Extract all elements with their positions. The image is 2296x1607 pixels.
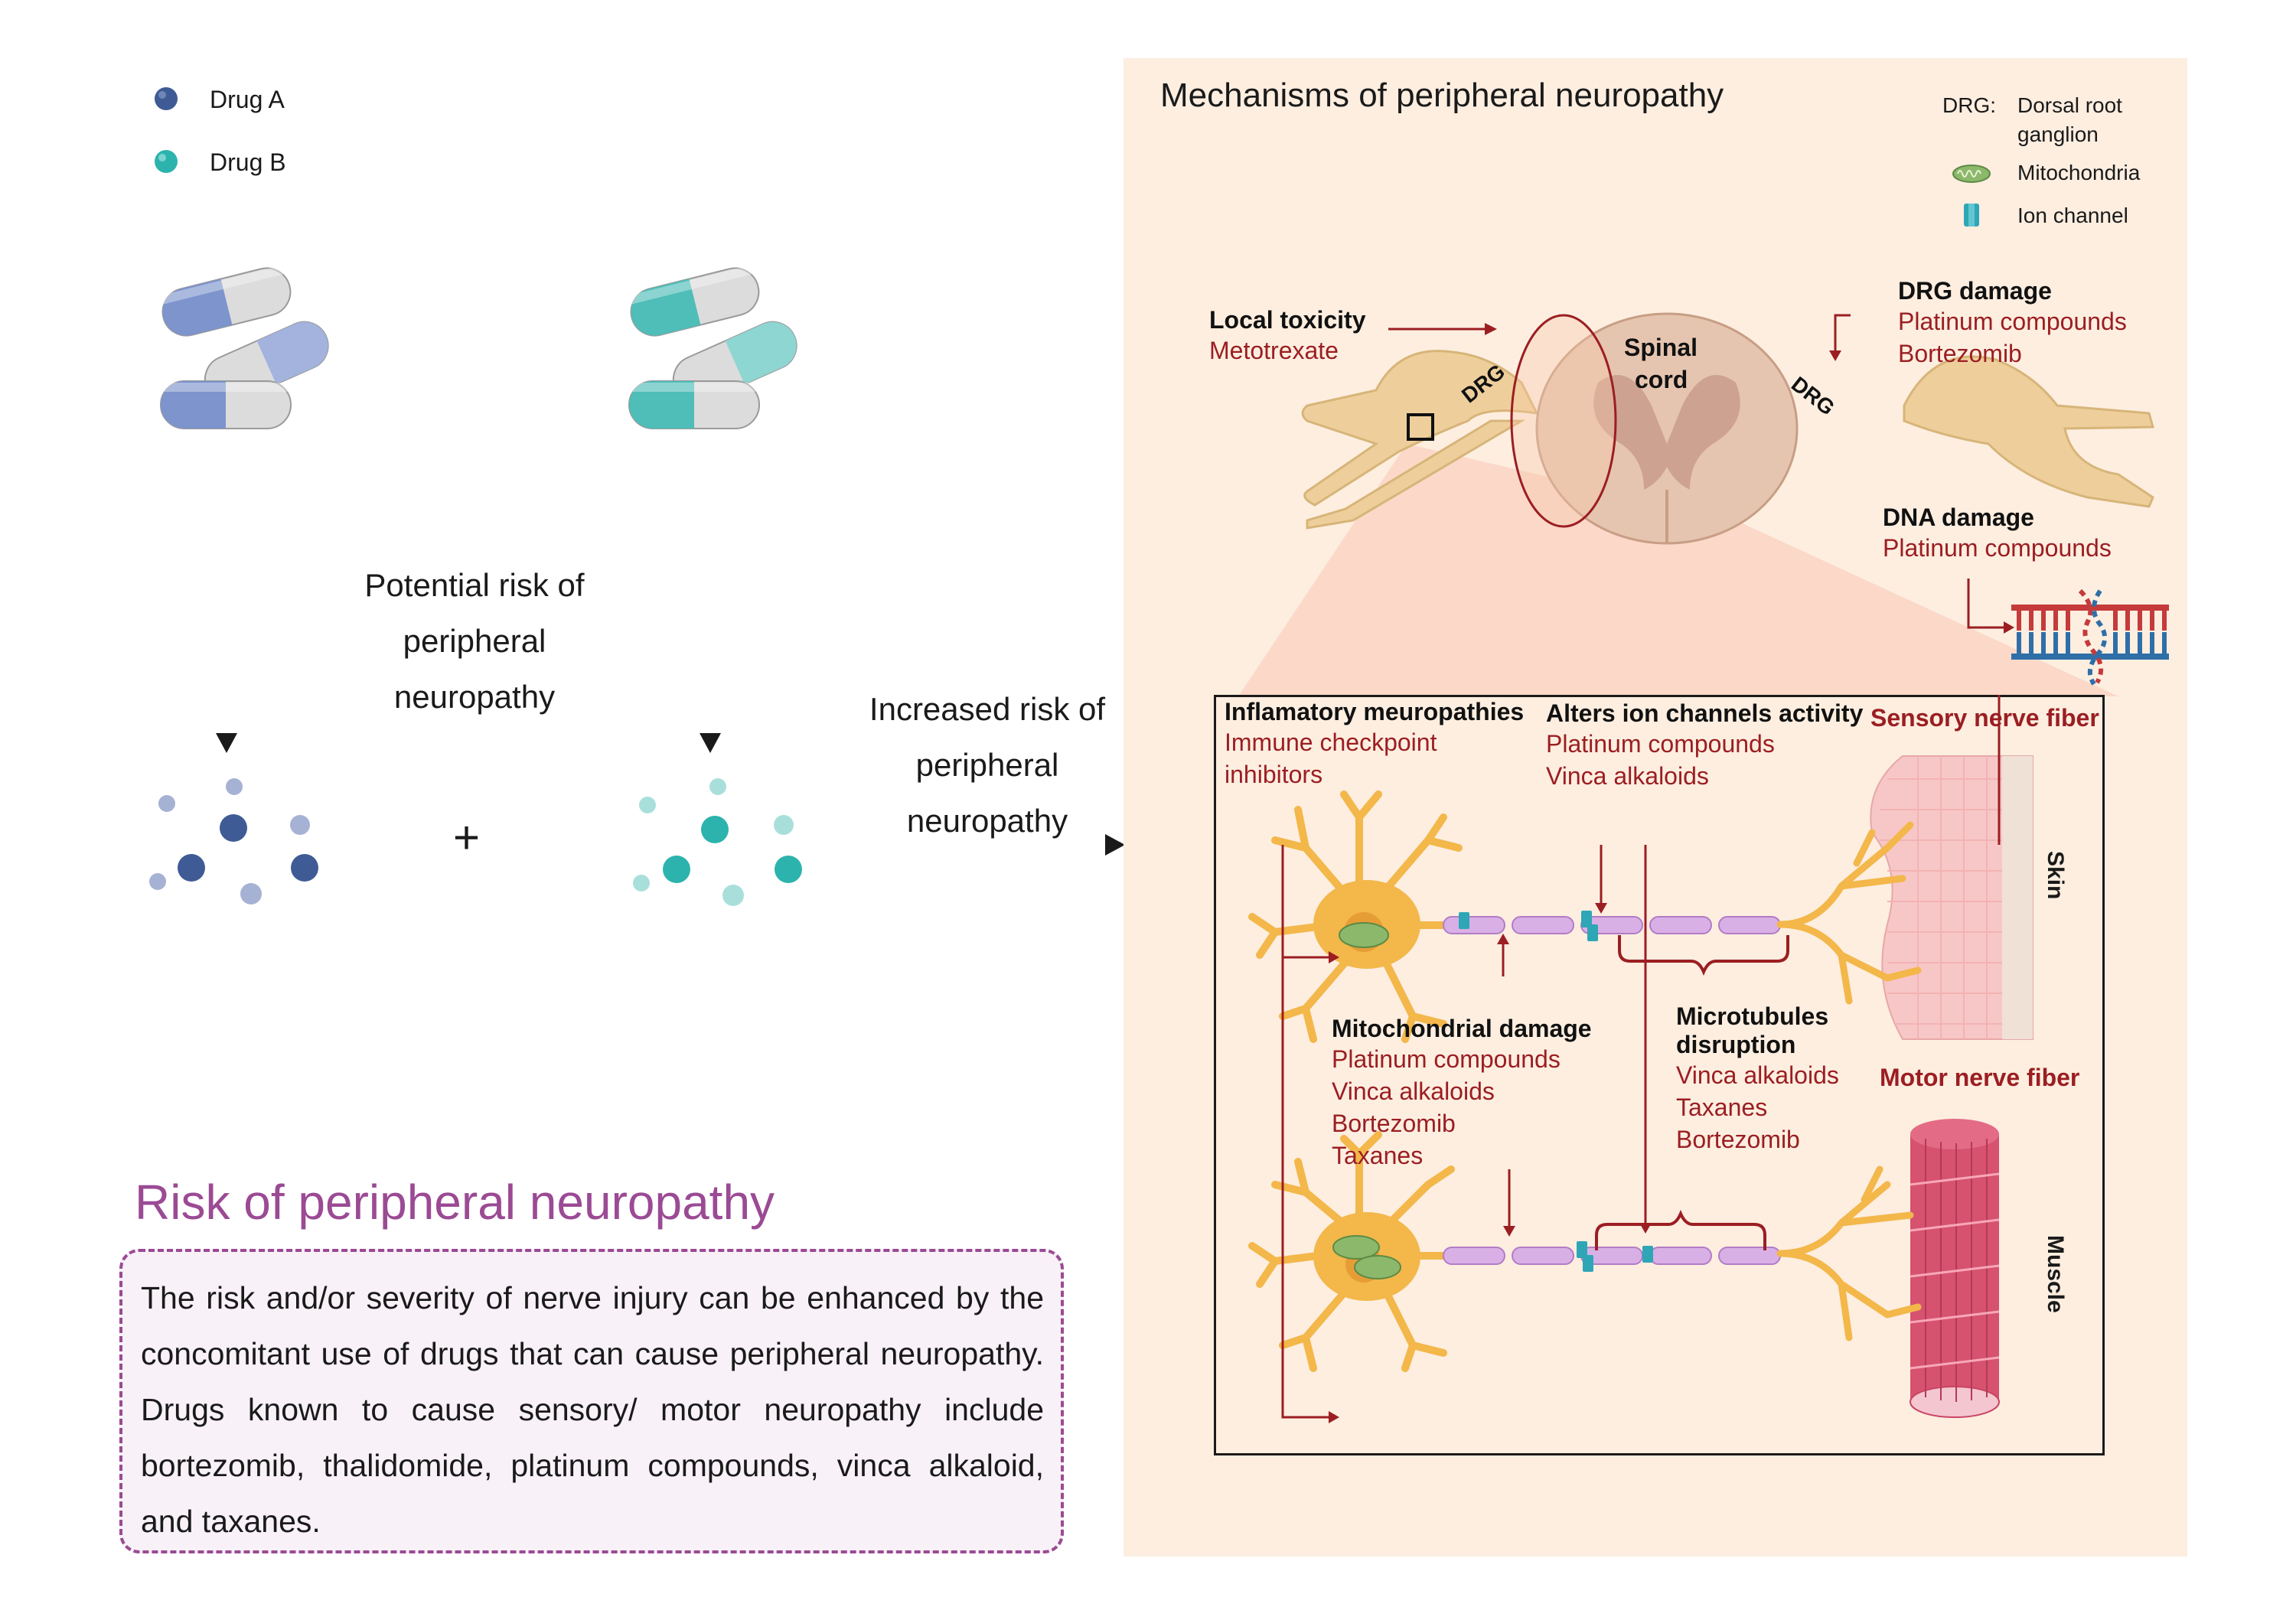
potential-risk-line1: Potential risk of xyxy=(364,567,585,603)
legend-drg-abbr: DRG: xyxy=(1942,93,1996,117)
drug-a-arrowhead-icon xyxy=(216,733,237,753)
sensory-neuron xyxy=(1248,790,1922,1043)
mechanisms-title: Mechanisms of peripheral neuropathy xyxy=(1160,77,1724,114)
dna-damage-title: DNA damage xyxy=(1883,504,2034,531)
inflammatory-block: Inflamatory meuropathies Immune checkpoi… xyxy=(1225,698,1524,790)
zoom-square xyxy=(1407,413,1434,441)
plus-sign: + xyxy=(453,812,481,863)
mitochondria-icon xyxy=(1952,165,1991,183)
spinal-cord-label-1: Spinal xyxy=(1624,334,1698,361)
risk-title: Risk of peripheral neuropathy xyxy=(135,1175,775,1230)
potential-risk-line3: neuropathy xyxy=(393,679,556,715)
dna-damage-block: DNA damage Platinum compounds xyxy=(1883,504,2112,564)
drug-a-label: Drug A xyxy=(210,86,285,113)
legend-drg-line2: ganglion xyxy=(2017,122,2099,146)
dna-icon xyxy=(2011,588,2169,686)
increased-risk-line2: peripheral xyxy=(915,747,1059,783)
mito-damage-title: Mitochondrial damage xyxy=(1332,1015,1592,1042)
drug-a-particles xyxy=(149,778,318,905)
neuron-illustration xyxy=(1248,695,2033,1423)
drug-b-arrowhead-icon xyxy=(700,733,721,753)
motor-fiber-label: Motor nerve fiber xyxy=(1880,1064,2080,1091)
mito-damage-drug-1: Platinum compounds xyxy=(1332,1045,1561,1073)
drg-damage-drug-2: Bortezomib xyxy=(1898,340,2022,367)
ion-channel-icon xyxy=(1964,204,1979,227)
legend-ion-channel: Ion channel xyxy=(2017,204,2128,227)
muscle-label: Muscle xyxy=(2043,1235,2068,1313)
mito-damage-drug-3: Bortezomib xyxy=(1332,1110,1456,1137)
potential-risk-text: Potential risk of peripheral neuropathy xyxy=(321,557,628,725)
local-toxicity-drug: Metotrexate xyxy=(1209,337,1339,364)
drug-b-particles xyxy=(633,778,802,906)
drg-damage-block: DRG damage Platinum compounds Bortezomib xyxy=(1898,277,2127,370)
mito-damage-block: Mitochondrial damage Platinum compounds … xyxy=(1332,1015,1592,1172)
inflammatory-title: Inflamatory meuropathies xyxy=(1225,698,1525,725)
ion-channels-block: Alters ion channels activity Platinum co… xyxy=(1546,699,1863,792)
mito-damage-drug-4: Taxanes xyxy=(1332,1142,1424,1169)
flow-arrows xyxy=(149,474,1125,906)
microtubules-title-2: disruption xyxy=(1676,1031,1796,1058)
inflammatory-line2: inhibitors xyxy=(1225,761,1323,788)
microtubules-drug-1: Vinca alkaloids xyxy=(1676,1061,1839,1089)
drg-damage-title: DRG damage xyxy=(1898,277,2052,305)
drug-a-dot-icon xyxy=(155,87,178,110)
skin-label: Skin xyxy=(2043,851,2068,900)
legend-mitochondria: Mitochondria xyxy=(2017,161,2141,184)
local-toxicity-title: Local toxicity xyxy=(1209,306,1366,334)
increased-risk-line1: Increased risk of xyxy=(869,691,1106,727)
drug-a-capsules-icon xyxy=(158,266,329,429)
drg-highlight-ellipse xyxy=(1510,314,1617,528)
zoom-wedge xyxy=(1238,444,2118,696)
increased-risk-arrowhead-icon xyxy=(1105,834,1125,856)
increased-risk-line3: neuropathy xyxy=(906,803,1068,839)
drg-damage-drug-1: Platinum compounds xyxy=(1898,308,2127,335)
dna-damage-drug: Platinum compounds xyxy=(1883,534,2112,562)
skin-tissue xyxy=(1870,755,2033,1040)
ion-channels-title: Alters ion channels activity xyxy=(1546,699,1864,727)
spinal-cord-label-2: cord xyxy=(1635,366,1688,393)
drug-b-dot-icon xyxy=(155,150,178,173)
microtubules-drug-2: Taxanes xyxy=(1676,1094,1768,1121)
spinal-cord-illustration xyxy=(1238,312,2169,696)
ion-channels-drug-1: Platinum compounds xyxy=(1546,730,1775,758)
microtubules-block: Microtubules disruption Vinca alkaloids … xyxy=(1676,1002,1839,1156)
drug-b-capsules-icon xyxy=(627,266,797,429)
muscle-tissue xyxy=(1910,1119,2000,1418)
motor-neuron xyxy=(1248,1131,1922,1372)
sensory-fiber-label: Sensory nerve fiber xyxy=(1870,704,2099,732)
microtubules-title-1: Microtubules xyxy=(1676,1002,1829,1030)
risk-body: The risk and/or severity of nerve injury… xyxy=(141,1280,1044,1539)
ion-channels-drug-2: Vinca alkaloids xyxy=(1546,762,1709,790)
drug-b-label: Drug B xyxy=(210,148,286,176)
local-toxicity-block: Local toxicity Metotrexate xyxy=(1209,306,1366,367)
inflammatory-line1: Immune checkpoint xyxy=(1225,729,1437,756)
microtubules-drug-3: Bortezomib xyxy=(1676,1126,1800,1153)
increased-risk-text: Increased risk of peripheral neuropathy xyxy=(834,681,1140,849)
legend-drg-line1: Dorsal root xyxy=(2017,93,2122,117)
potential-risk-line2: peripheral xyxy=(403,623,546,659)
mito-damage-drug-2: Vinca alkaloids xyxy=(1332,1077,1495,1105)
risk-box: The risk and/or severity of nerve injury… xyxy=(119,1249,1064,1553)
